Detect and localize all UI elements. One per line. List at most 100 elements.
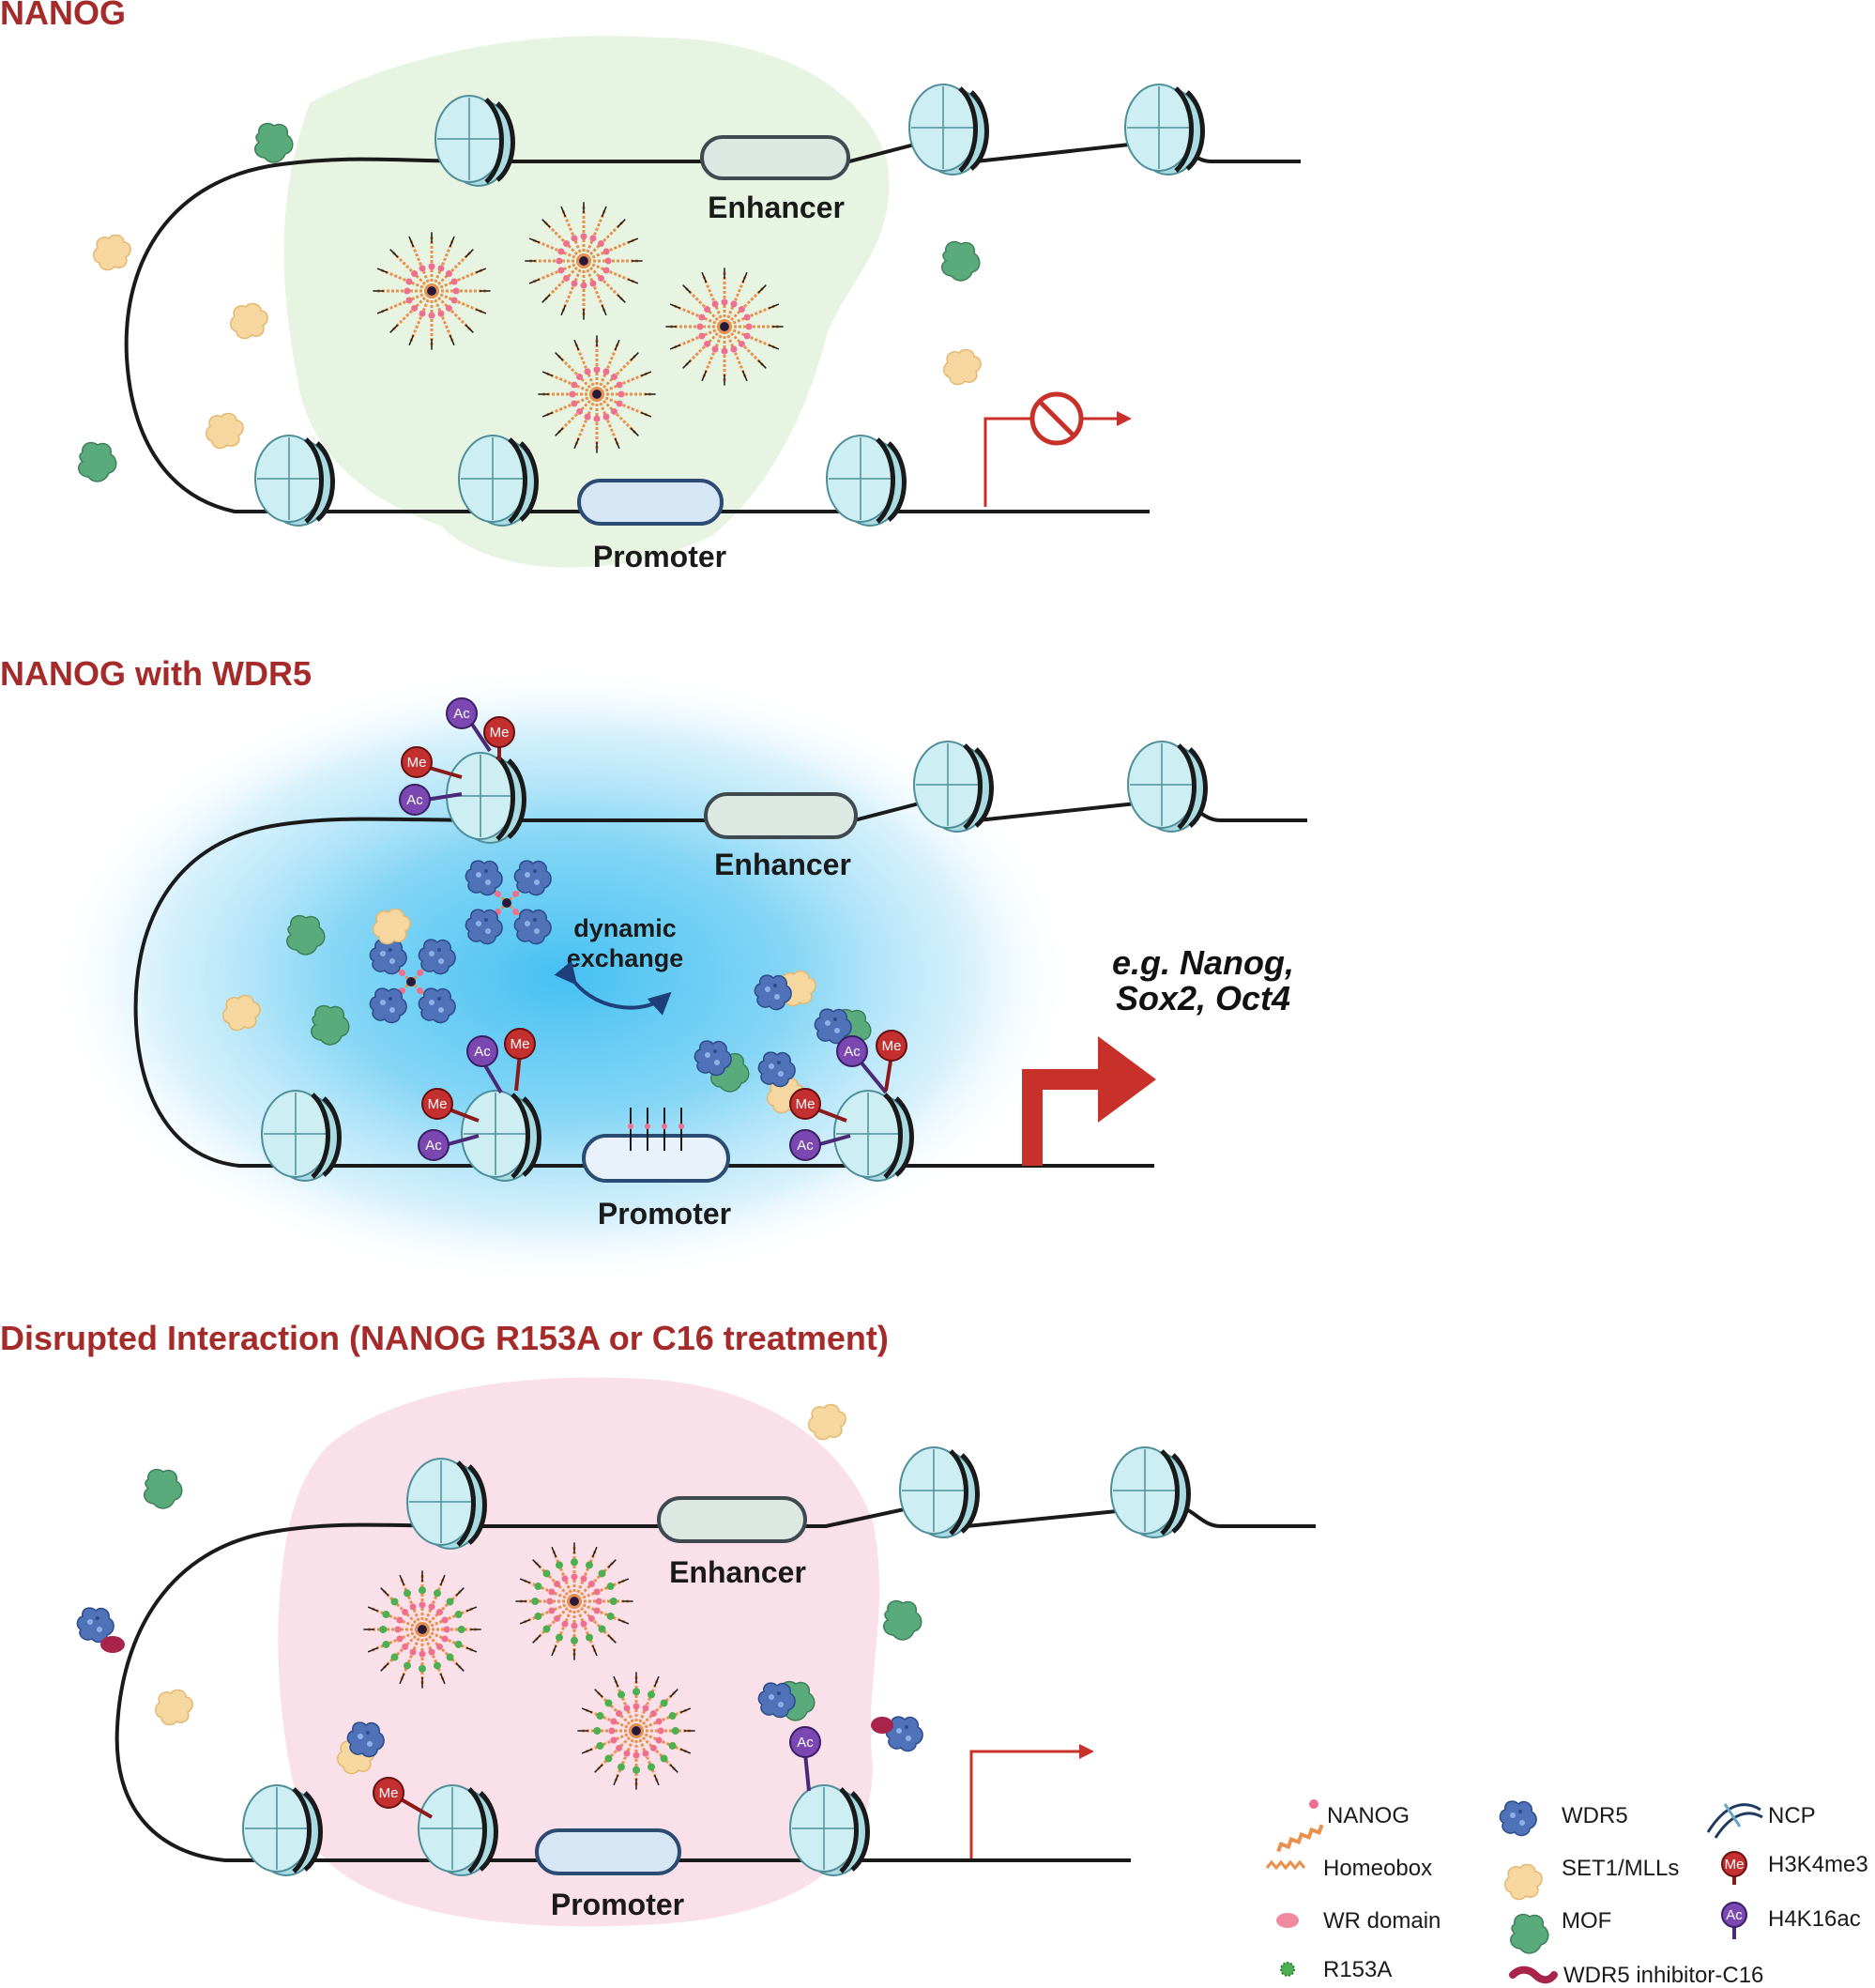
exchange-note: dynamic exchange: [554, 914, 684, 1016]
set1-mll-protein: [807, 1403, 846, 1441]
h3k4me3-mark: Me: [483, 716, 515, 760]
promoter-label: Promoter: [551, 1888, 684, 1921]
h3k4me3-mark: Me: [876, 1030, 907, 1092]
nucleosome: [1110, 1446, 1191, 1538]
legend-label: WR domain: [1323, 1908, 1441, 1934]
legend-label: Homeobox: [1323, 1856, 1432, 1881]
nucleosome: [434, 95, 515, 187]
promoter-label: Promoter: [598, 1197, 731, 1231]
c16-inhibitor: [871, 1717, 893, 1734]
legend-label: WDR5: [1562, 1803, 1628, 1828]
set1-mll-icon: [1503, 1863, 1543, 1901]
set1-mll-protein: [229, 302, 268, 340]
homeobox-icon: [1265, 1859, 1306, 1871]
nucleosome: [406, 1458, 487, 1550]
blocked-transcription-arrow: [983, 391, 1132, 507]
enhancer-label: Enhancer: [714, 848, 851, 881]
set1-mll-protein: [154, 1689, 193, 1726]
wr-domain-icon: [1276, 1913, 1299, 1928]
legend-item-h3k4me3: Me H3K4me3: [1721, 1851, 1868, 1885]
svg-text:Me: Me: [407, 755, 427, 771]
nanog-mutant-clusters: [363, 1542, 695, 1790]
legend-item-mof: MOF: [1509, 1908, 1611, 1954]
legend-label: WDR5 inhibitor-C16: [1563, 1963, 1763, 1988]
legend: NANOG WDR5 NCP Homeobox SET1/MLLs Me H3K…: [1265, 1799, 1868, 1988]
svg-text:Me: Me: [511, 1036, 530, 1052]
nucleosome-group: [254, 84, 1205, 527]
legend-label: R153A: [1323, 1957, 1392, 1982]
enhancer-region: [700, 135, 850, 180]
svg-text:Ac: Ac: [474, 1044, 491, 1060]
svg-text:Ac: Ac: [797, 1138, 814, 1154]
h3k4me3-mark: Me: [421, 1088, 480, 1123]
nucleosome: [418, 1784, 498, 1876]
exchange-label-line2: exchange: [567, 944, 684, 972]
mof-protein: [253, 122, 294, 163]
legend-label: MOF: [1562, 1908, 1611, 1934]
h4k16ac-mark: Ac: [466, 1035, 503, 1094]
h4k16ac-mark: Ac: [418, 1129, 480, 1161]
legend-item-homeobox: Homeobox: [1265, 1856, 1432, 1881]
h4k16ac-mark: Ac: [446, 697, 492, 753]
enhancer-region: [657, 1496, 807, 1543]
svg-text:Ac: Ac: [797, 1735, 814, 1751]
wdr5-icon: [1499, 1800, 1537, 1837]
svg-text:Ac: Ac: [406, 792, 423, 808]
ncp-icon: [1706, 1803, 1763, 1839]
nanog-cluster: [525, 202, 643, 320]
promoter-region: [535, 1828, 681, 1875]
mof-protein: [77, 441, 117, 482]
legend-label: H3K4me3: [1768, 1852, 1868, 1877]
mof-protein: [882, 1599, 922, 1641]
legend-item-ncp: NCP: [1706, 1803, 1816, 1839]
h3k4me3-mark: Me: [401, 746, 463, 779]
promoter-bound-nanog: [628, 1108, 684, 1151]
exchange-label-line1: dynamic: [573, 914, 677, 942]
svg-text:Me: Me: [490, 725, 510, 741]
nanog-cluster: [665, 268, 784, 386]
nucleosome: [1124, 84, 1205, 176]
mof-icon: [1509, 1913, 1549, 1954]
nucleosome: [242, 1784, 323, 1876]
nucleosome: [908, 84, 989, 176]
panel-disrupted-interaction: Disrupted Interaction (NANOG R153A or C1…: [0, 1319, 1316, 1927]
nucleosome: [1127, 741, 1208, 833]
target-genes-line2: Sox2, Oct4: [1116, 979, 1290, 1017]
h4k16ac-mark: Ac: [399, 784, 463, 816]
nanog-cluster: [373, 232, 491, 350]
nucleosome: [254, 435, 335, 527]
nucleosome-group: [261, 741, 1208, 1182]
weak-transcription-arrow: [969, 1744, 1094, 1858]
h3k4me3-mark: Me: [504, 1028, 536, 1092]
nucleosome-group: [242, 1446, 1191, 1876]
nanog-wdr5-cluster: [369, 939, 456, 1024]
svg-text:Me: Me: [796, 1096, 816, 1112]
nanog-r153a-cluster: [577, 1672, 695, 1790]
panel-title: NANOG: [0, 0, 126, 32]
promoter-region: [582, 1134, 730, 1183]
inhibitor-c16-group: [100, 1636, 893, 1734]
legend-label: H4K16ac: [1768, 1906, 1861, 1932]
panel-title: Disrupted Interaction (NANOG R153A or C1…: [0, 1319, 889, 1357]
legend-item-r153a: R153A: [1280, 1957, 1392, 1982]
h4k16ac-mark: Ac: [836, 1035, 888, 1094]
enhancer-label: Enhancer: [708, 191, 845, 224]
h3k4me3-mark: Me: [789, 1088, 847, 1123]
legend-label: NANOG: [1327, 1803, 1410, 1828]
svg-text:Ac: Ac: [453, 706, 470, 722]
svg-text:Ac: Ac: [844, 1044, 861, 1060]
legend-item-h4k16ac: Ac H4K16ac: [1721, 1902, 1861, 1939]
svg-text:Ac: Ac: [1726, 1907, 1743, 1923]
active-transcription-arrow: [1022, 1036, 1156, 1166]
nucleosome: [261, 1090, 342, 1182]
legend-item-set1-mlls: SET1/MLLs: [1503, 1856, 1679, 1901]
nucleosome: [899, 1446, 980, 1538]
nanog-icon: [1276, 1824, 1324, 1853]
c16-inhibitor: [100, 1636, 125, 1653]
enhancer-label: Enhancer: [669, 1555, 806, 1589]
nanog-r153a-cluster: [515, 1542, 633, 1660]
legend-item-wdr5: WDR5: [1499, 1800, 1628, 1837]
exchange-arrow: [554, 960, 672, 1016]
nanog-cluster: [538, 335, 656, 453]
